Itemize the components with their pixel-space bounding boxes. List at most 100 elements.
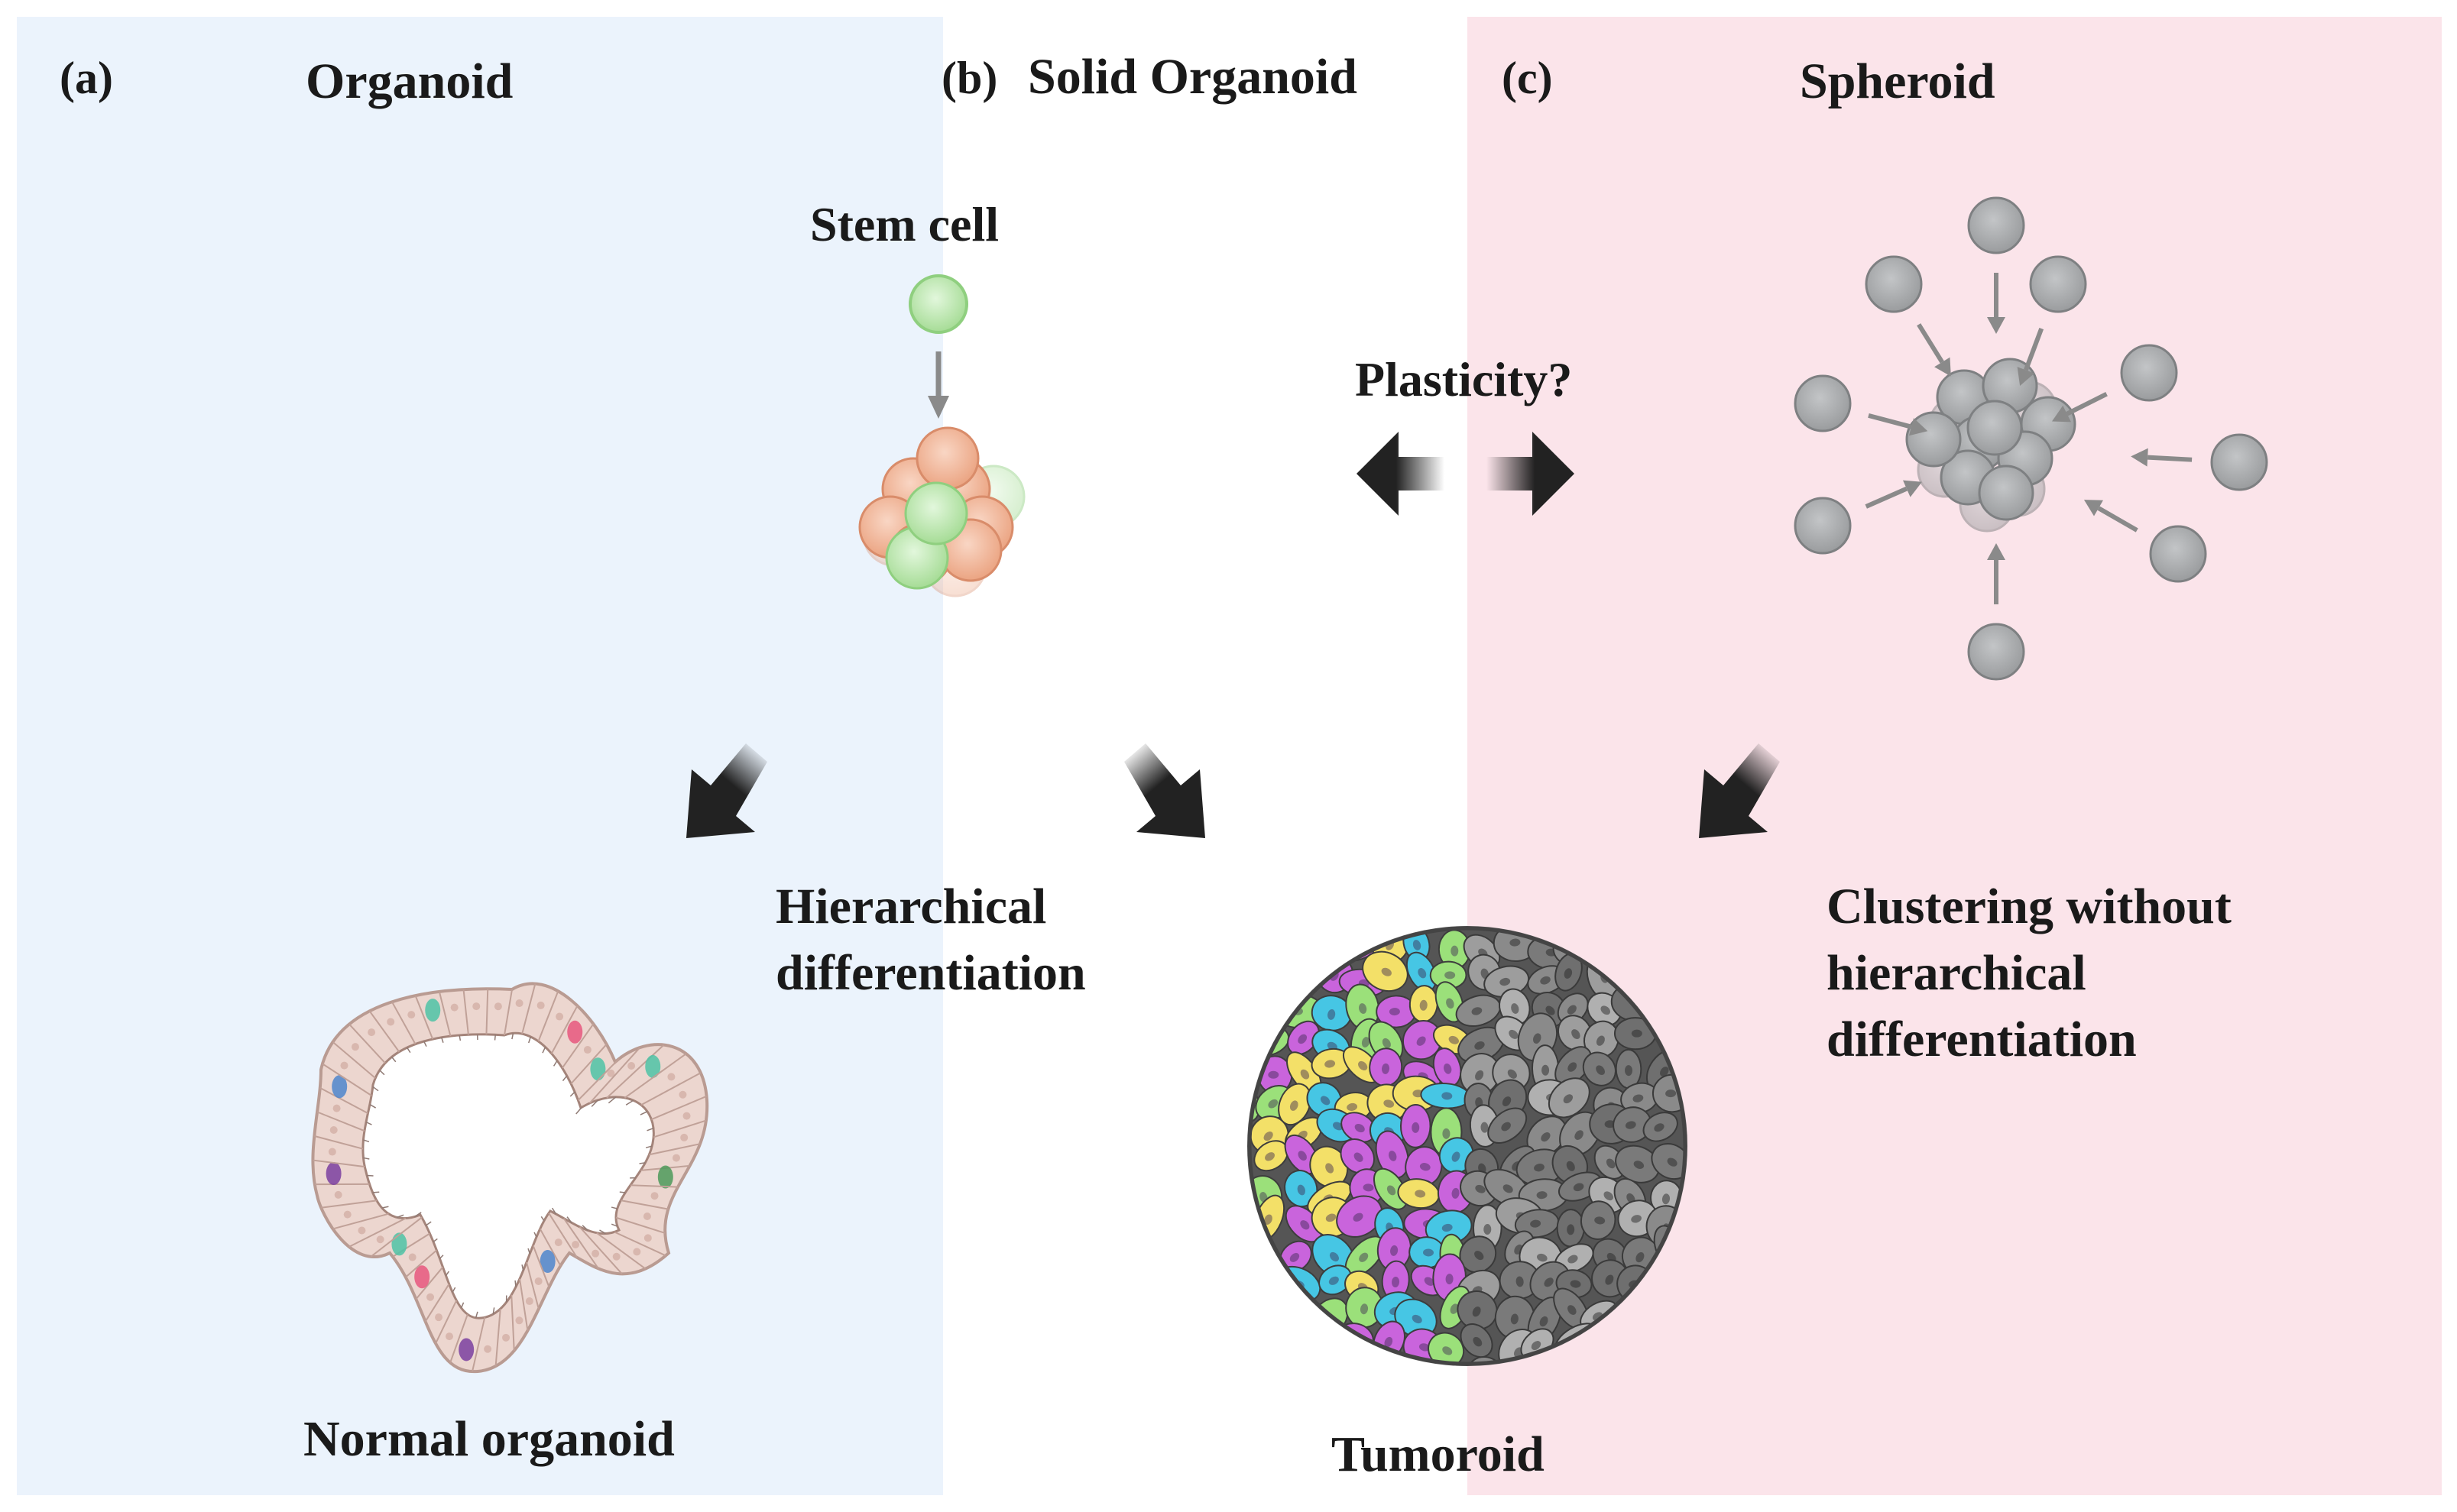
- specialized-cell-icon: [540, 1249, 556, 1273]
- cell-nucleus: [376, 1235, 384, 1244]
- tumor-cell-icon: [1455, 994, 1501, 1027]
- cell-nucleus: [633, 1248, 641, 1256]
- specialized-cell-icon: [326, 1161, 342, 1185]
- cell-nucleus: [682, 1112, 691, 1120]
- single-cell-icon: [2210, 433, 2268, 491]
- clustering-label-line3: differentiation: [1827, 1012, 2137, 1067]
- cell-nucleus: [650, 1192, 659, 1200]
- specialized-cell-icon: [657, 1165, 673, 1189]
- small-arrow-icon: [928, 351, 949, 419]
- cell-nucleus: [534, 1277, 543, 1285]
- tumor-cell-icon: [1397, 1178, 1440, 1209]
- specialized-cell-icon: [425, 999, 441, 1022]
- tumor-cell-icon: [1613, 1017, 1657, 1051]
- cell-nucleus: [680, 1133, 689, 1141]
- small-arrow-icon: [1917, 323, 1951, 377]
- bidirectional-arrow-icon: [1357, 432, 1574, 516]
- specialized-cell-icon: [391, 1232, 407, 1256]
- cell-nucleus: [340, 1061, 348, 1070]
- tumor-cell-icon: [1615, 1048, 1642, 1089]
- panel-a-title: Organoid: [306, 53, 513, 109]
- cell-nucleus: [536, 1001, 545, 1009]
- tumor-cell-icon: [1548, 1077, 1590, 1119]
- single-cell-icon: [1794, 374, 1852, 432]
- tumor-cell-icon: [1554, 952, 1583, 992]
- cell-nucleus: [494, 1002, 502, 1011]
- cell-nucleus: [408, 1253, 417, 1261]
- cell-nucleus: [368, 1028, 376, 1037]
- cell-nucleus: [334, 1190, 342, 1199]
- tumor-cell-icon: [1613, 1106, 1652, 1143]
- flow-arrow-b: [1124, 743, 1205, 838]
- specialized-cell-icon: [459, 1338, 475, 1361]
- tumor-cell-icon: [1318, 1264, 1353, 1296]
- tumoroid-label: Tumoroid: [1331, 1426, 1545, 1482]
- cell-nucleus: [426, 1293, 435, 1301]
- panel-c-title: Spheroid: [1800, 53, 1995, 109]
- cell-nucleus: [607, 1069, 615, 1077]
- progenitor-cluster-icon: [858, 426, 1026, 597]
- hierarchical-label-line2: differentiation: [776, 945, 1086, 1001]
- cell-nucleus: [667, 1073, 676, 1081]
- small-arrow-icon: [1987, 543, 2005, 604]
- tumor-cell-icon: [1428, 1332, 1465, 1364]
- tumor-cell-icon: [1651, 1143, 1685, 1180]
- small-arrow-icon: [1987, 273, 2005, 334]
- tumor-cell-icon: [1373, 1167, 1408, 1210]
- tumor-cell-icon: [1615, 1145, 1660, 1183]
- specialized-cell-icon: [645, 1054, 661, 1078]
- small-arrow-icon: [2017, 327, 2044, 386]
- cell-nucleus: [672, 1154, 680, 1162]
- tumor-cell-icon: [1306, 1082, 1342, 1118]
- cell-nucleus: [446, 1332, 454, 1341]
- single-cell-icon: [1865, 255, 1923, 313]
- tumor-cell-icon: [1557, 1015, 1593, 1051]
- normal-organoid-label: Normal organoid: [303, 1411, 675, 1467]
- tumor-cell-icon: [1580, 1200, 1616, 1240]
- cell-nucleus: [679, 1090, 687, 1099]
- thick-down-arrow-icon: [1124, 743, 1205, 838]
- tumor-cell-icon: [1375, 1130, 1409, 1179]
- clustering-label-line1: Clustering without: [1827, 879, 2232, 934]
- cell-nucleus: [332, 1104, 341, 1112]
- spheroid-cell-icon: [1978, 465, 2034, 521]
- cell-nucleus: [502, 1333, 511, 1342]
- cell-nucleus: [627, 1062, 636, 1070]
- flow-arrow-c: [1699, 743, 1780, 838]
- epithelial-cells: [313, 983, 707, 1372]
- tumor-cell-icon: [1514, 1209, 1560, 1238]
- cell-nucleus: [329, 1126, 338, 1135]
- single-cell-icon: [2120, 344, 2178, 402]
- spheroid-aggregation-icon: [1794, 196, 2268, 681]
- cell-nucleus: [343, 1210, 352, 1219]
- cell-nucleus: [592, 1249, 600, 1258]
- single-cell-icon: [2149, 525, 2207, 583]
- hierarchical-label-line1: Hierarchical: [776, 879, 1046, 934]
- tumor-cell-icon: [1394, 1298, 1438, 1339]
- panel-a-letter: (a): [60, 53, 113, 103]
- tumor-cell-icon: [1311, 995, 1353, 1031]
- thick-down-arrow-icon: [686, 743, 767, 838]
- stem-cell-icon: [909, 274, 968, 334]
- panel-b-letter: (b): [942, 53, 997, 103]
- single-cell-icon: [1967, 623, 2025, 681]
- small-arrow-icon: [2083, 500, 2138, 533]
- cell-nucleus: [358, 1226, 366, 1235]
- cell-nucleus: [554, 1238, 562, 1247]
- cell-nucleus: [583, 1046, 592, 1054]
- specialized-cell-icon: [414, 1265, 430, 1289]
- panel-b-title: Solid Organoid: [1028, 49, 1357, 105]
- specialized-cell-icon: [567, 1020, 583, 1044]
- small-arrow-icon: [2131, 448, 2193, 467]
- cell-nucleus: [556, 1012, 564, 1021]
- stem-cell-label: Stem cell: [810, 197, 999, 251]
- tumor-cell-icon: [1460, 1323, 1493, 1358]
- tumor-cell-icon: [1399, 1104, 1431, 1148]
- tumor-cell-icon: [1405, 951, 1437, 992]
- cell-nucleus: [435, 1313, 443, 1322]
- plasticity-label: Plasticity?: [1355, 352, 1572, 406]
- small-arrow-icon: [1868, 413, 1928, 436]
- cell-nucleus: [515, 999, 523, 1008]
- cell-nucleus: [407, 1011, 416, 1019]
